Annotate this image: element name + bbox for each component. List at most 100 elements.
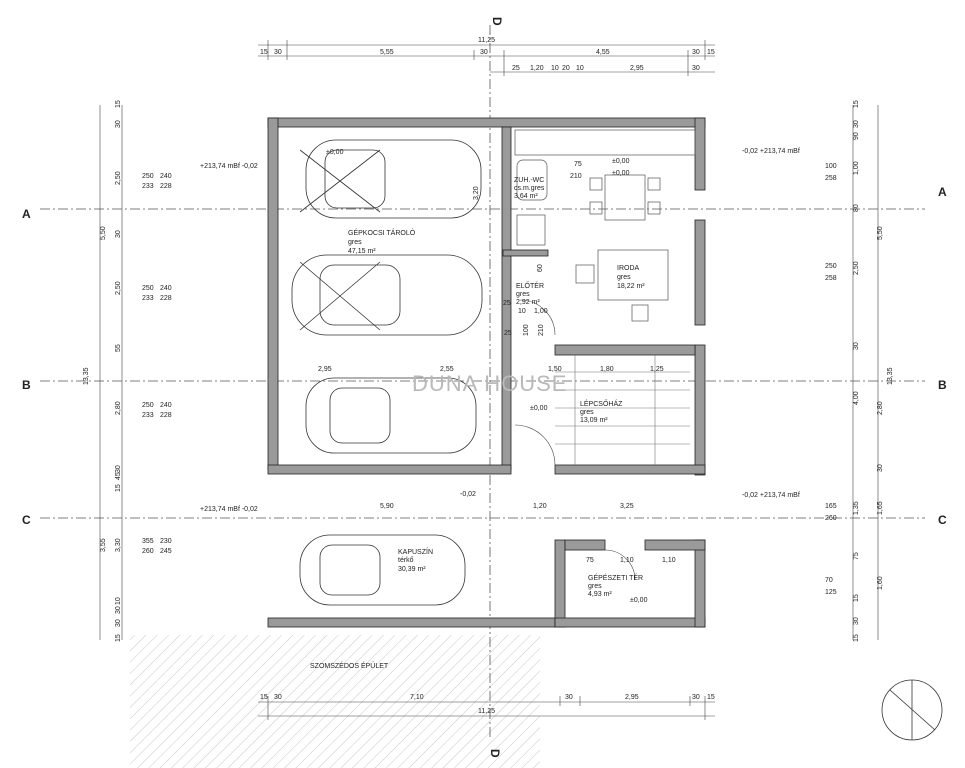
left-dims: 15 30 2,50 30 2,50 55 2,80 30 15 45 3,30… <box>100 100 122 642</box>
svg-text:15: 15 <box>115 100 122 108</box>
svg-text:1,10: 1,10 <box>662 557 676 564</box>
svg-text:1,20: 1,20 <box>530 65 544 72</box>
svg-text:1,65: 1,65 <box>877 501 884 515</box>
total-width-bottom: 11,25 <box>478 708 495 715</box>
svg-text:30: 30 <box>565 694 573 701</box>
svg-text:250: 250 <box>825 263 837 270</box>
svg-text:240: 240 <box>160 285 172 292</box>
svg-text:10: 10 <box>551 65 559 72</box>
section-marker-d-top: D <box>490 17 504 26</box>
svg-text:5,50: 5,50 <box>100 226 107 240</box>
svg-text:2,80: 2,80 <box>877 401 884 415</box>
svg-text:125: 125 <box>825 589 837 596</box>
svg-text:LÉPCSŐHÁZ: LÉPCSŐHÁZ <box>580 399 623 408</box>
mbf-note-left-bottom: +213,74 mBf -0,02 <box>200 506 258 513</box>
svg-text:15: 15 <box>115 484 122 492</box>
total-depth-right: 13,35 <box>887 367 894 385</box>
svg-text:1,00: 1,00 <box>853 161 860 175</box>
svg-text:3,20: 3,20 <box>473 186 480 200</box>
svg-text:2,92 m²: 2,92 m² <box>516 299 540 306</box>
svg-text:18,22 m²: 18,22 m² <box>617 283 645 290</box>
svg-text:30: 30 <box>115 619 122 627</box>
section-marker-a-left: A <box>22 207 31 221</box>
svg-text:4,00: 4,00 <box>853 391 860 405</box>
svg-text:15: 15 <box>853 634 860 642</box>
svg-text:30,39 m²: 30,39 m² <box>398 566 426 573</box>
svg-text:2,95: 2,95 <box>625 694 639 701</box>
mbf-note-left-top: +213,74 mBf -0,02 <box>200 163 258 170</box>
svg-text:30: 30 <box>274 694 282 701</box>
svg-text:5,50: 5,50 <box>877 226 884 240</box>
gate-level: -0,02 <box>460 491 476 498</box>
room-bathroom: ZUH.-WC cs.m.gres 3,64 m² ±0,00 <box>514 158 630 200</box>
north-arrow-icon <box>881 679 943 741</box>
svg-text:ELŐTÉR: ELŐTÉR <box>516 281 544 290</box>
svg-text:3,64 m²: 3,64 m² <box>514 193 538 200</box>
section-marker-c-left: C <box>22 513 31 527</box>
car-icons <box>291 139 483 606</box>
svg-text:15: 15 <box>115 634 122 642</box>
svg-text:3,55: 3,55 <box>100 538 107 552</box>
room-staircase: LÉPCSŐHÁZ gres 13,09 m² ±0,00 <box>530 399 623 424</box>
svg-text:80: 80 <box>853 204 860 212</box>
svg-text:100: 100 <box>523 324 530 336</box>
svg-text:±0,00: ±0,00 <box>612 170 630 177</box>
office-furniture <box>514 129 696 322</box>
top-dims-row1: 15 30 5,55 30 4,55 30 15 <box>260 49 715 56</box>
svg-text:2,50: 2,50 <box>115 281 122 295</box>
neighbor-building-hatch <box>130 635 540 768</box>
svg-text:gres: gres <box>580 409 594 416</box>
svg-text:250: 250 <box>142 402 154 409</box>
svg-text:ZUH.-WC: ZUH.-WC <box>514 177 544 184</box>
svg-text:30: 30 <box>274 49 282 56</box>
svg-text:10: 10 <box>576 65 584 72</box>
svg-text:100: 100 <box>825 163 837 170</box>
room-carport: KAPUSZÍN térkő 30,39 m² <box>398 547 433 573</box>
svg-text:15: 15 <box>853 594 860 602</box>
total-depth-left: 13,35 <box>83 367 90 385</box>
svg-text:2,95: 2,95 <box>318 366 332 373</box>
svg-text:5,90: 5,90 <box>380 503 394 510</box>
svg-text:30: 30 <box>115 465 122 473</box>
svg-text:gres: gres <box>588 583 602 590</box>
svg-text:60: 60 <box>537 264 544 272</box>
svg-text:10: 10 <box>115 597 122 605</box>
svg-text:25: 25 <box>504 330 512 337</box>
top-dims-row2: 25 1,20 10 20 10 2,95 30 <box>512 65 700 72</box>
stair-treads <box>555 355 690 465</box>
svg-text:30: 30 <box>115 606 122 614</box>
svg-text:1,50: 1,50 <box>548 366 562 373</box>
svg-text:térkő: térkő <box>398 557 414 564</box>
room-entry: ELŐTÉR gres 2,92 m² <box>516 281 544 306</box>
svg-text:IRODA: IRODA <box>617 265 640 272</box>
section-marker-b-right: B <box>938 378 947 392</box>
svg-text:cs.m.gres: cs.m.gres <box>514 185 545 192</box>
svg-text:250: 250 <box>142 285 154 292</box>
svg-text:25: 25 <box>512 65 520 72</box>
svg-text:15: 15 <box>707 694 715 701</box>
svg-text:75: 75 <box>574 161 582 168</box>
svg-text:5,55: 5,55 <box>380 49 394 56</box>
bottom-dims: 15 30 7,10 30 2,95 30 15 <box>260 694 715 701</box>
svg-text:230: 230 <box>160 538 172 545</box>
svg-text:10: 10 <box>518 308 526 315</box>
svg-text:228: 228 <box>160 183 172 190</box>
svg-text:2,55: 2,55 <box>440 366 454 373</box>
svg-text:KAPUSZÍN: KAPUSZÍN <box>398 547 433 556</box>
svg-text:250: 250 <box>142 173 154 180</box>
watermark-text: DUNA HOUSE <box>412 371 567 396</box>
svg-text:55: 55 <box>115 344 122 352</box>
svg-text:30: 30 <box>853 617 860 625</box>
svg-text:233: 233 <box>142 183 154 190</box>
svg-text:165: 165 <box>825 503 837 510</box>
section-marker-a-right: A <box>938 185 947 199</box>
left-opening-notes: 250 240 233 228 250 240 233 228 250 240 … <box>142 173 172 555</box>
mbf-note-right-bottom: -0,02 +213,74 mBf <box>742 492 800 499</box>
svg-text:70: 70 <box>825 577 833 584</box>
svg-text:228: 228 <box>160 295 172 302</box>
svg-text:30: 30 <box>877 464 884 472</box>
svg-text:1,80: 1,80 <box>600 366 614 373</box>
svg-text:75: 75 <box>586 557 594 564</box>
svg-text:355: 355 <box>142 538 154 545</box>
